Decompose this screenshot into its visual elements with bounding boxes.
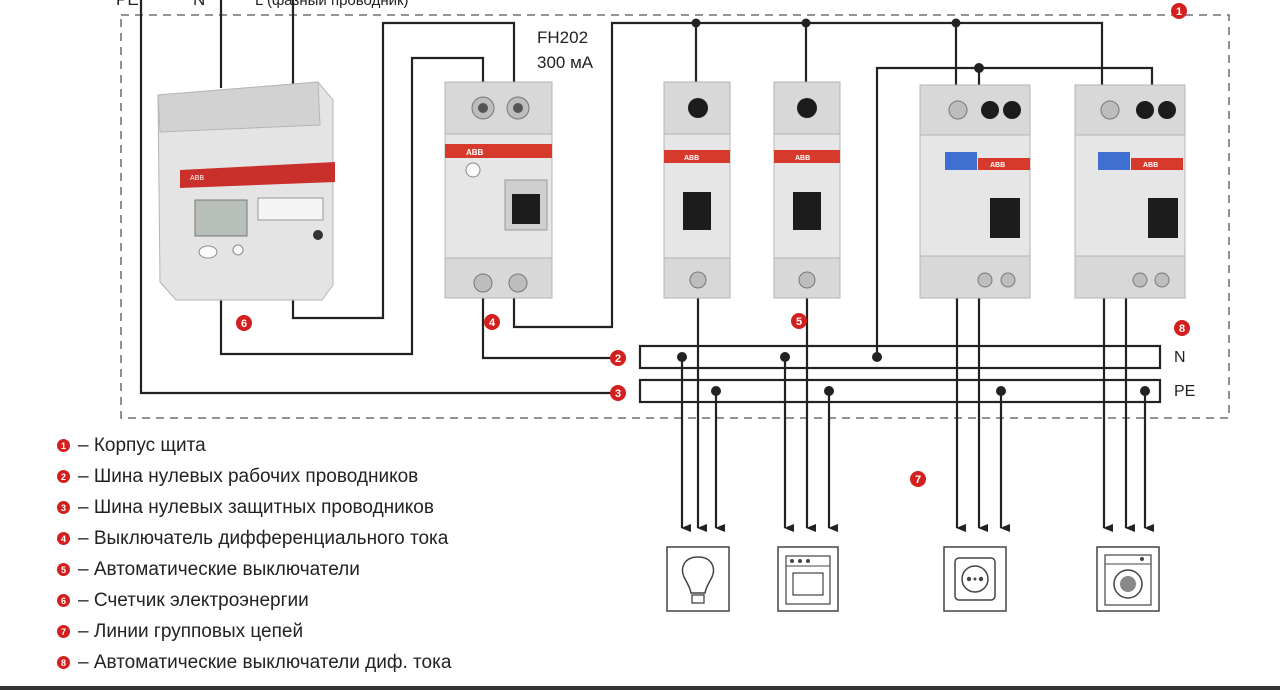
legend-item: 8 – Автоматические выключатели диф. тока [57,647,451,678]
legend-item: 5 – Автоматические выключатели [57,554,451,585]
marker-4: 4 [484,314,500,330]
legend-text: – Шина нулевых рабочих проводников [78,465,419,487]
legend-item: 2 – Шина нулевых рабочих проводников [57,461,451,492]
legend-badge: 3 [57,501,70,514]
circuit-breaker-2: ABB [773,81,841,299]
svg-text:8: 8 [1179,323,1185,335]
svg-text:1: 1 [1176,6,1182,18]
bottom-border [0,686,1280,690]
legend-badge: 7 [57,625,70,638]
legend-badge: 4 [57,532,70,545]
rcd-fh202: ABB [444,81,553,299]
legend-text: – Шина нулевых защитных проводников [78,496,434,518]
input-label-l: L (фазный проводник) [255,0,409,9]
legend-text: – Автоматические выключатели диф. тока [78,651,452,673]
marker-7: 7 [910,471,926,487]
circuit-breaker-1: ABB [663,81,731,299]
marker-6: 6 [236,315,252,331]
rcbo1-brand-text: ABB [990,162,1005,169]
marker-2: 2 [610,350,626,366]
legend-item: 4 – Выключатель дифференциального тока [57,523,451,554]
legend-item: 6 – Счетчик электроэнергии [57,585,451,616]
washing-machine-icon [1096,546,1160,612]
rcd-brand-text: ABB [466,148,484,157]
busbar-label-pe: PE [1174,383,1195,400]
rcbo-2: ABB [1074,84,1186,299]
legend-text: – Автоматические выключатели [78,558,360,580]
switchboard-enclosure [120,14,1230,419]
legend-item: 1 – Корпус щита [57,430,451,461]
marker-8: 8 [1174,320,1190,336]
svg-text:6: 6 [241,318,247,330]
light-bulb-icon [666,546,730,612]
legend-item: 3 – Шина нулевых защитных проводников [57,492,451,523]
wire-junctions [677,18,1150,396]
legend-badge: 1 [57,439,70,452]
busbar-label-n: N [1174,349,1186,366]
wires [139,0,1162,532]
legend-badge: 6 [57,594,70,607]
svg-text:3: 3 [615,388,621,400]
rcbo-1: ABB [919,84,1031,299]
input-label-pe: PE [116,0,139,9]
legend-text: – Корпус щита [78,434,206,456]
svg-text:4: 4 [489,317,496,329]
rcbo2-brand-text: ABB [1143,162,1158,169]
legend-text: – Выключатель дифференциального тока [78,527,449,549]
legend: 1 – Корпус щита 2 – Шина нулевых рабочих п… [57,430,451,678]
energy-meter: ABB [157,81,335,301]
rcd-rating-label: 300 мА [537,53,594,72]
legend-badge: 5 [57,563,70,576]
svg-text:7: 7 [915,474,921,486]
legend-badge: 2 [57,470,70,483]
svg-text:5: 5 [796,316,802,328]
legend-item: 7 – Линии групповых цепей [57,616,451,647]
legend-badge: 8 [57,656,70,669]
stove-icon [777,546,839,612]
meter-brand-text: ABB [190,175,204,182]
svg-text:2: 2 [615,353,621,365]
marker-1: 1 [1171,3,1187,19]
mcb2-brand-text: ABB [795,155,810,162]
marker-3: 3 [610,385,626,401]
rcd-model-label: FH202 [537,28,588,47]
legend-text: – Линии групповых цепей [78,620,304,642]
marker-5: 5 [791,313,807,329]
input-label-n: N [193,0,205,9]
socket-icon [943,546,1007,612]
legend-text: – Счетчик электроэнергии [78,589,309,611]
mcb1-brand-text: ABB [684,155,699,162]
